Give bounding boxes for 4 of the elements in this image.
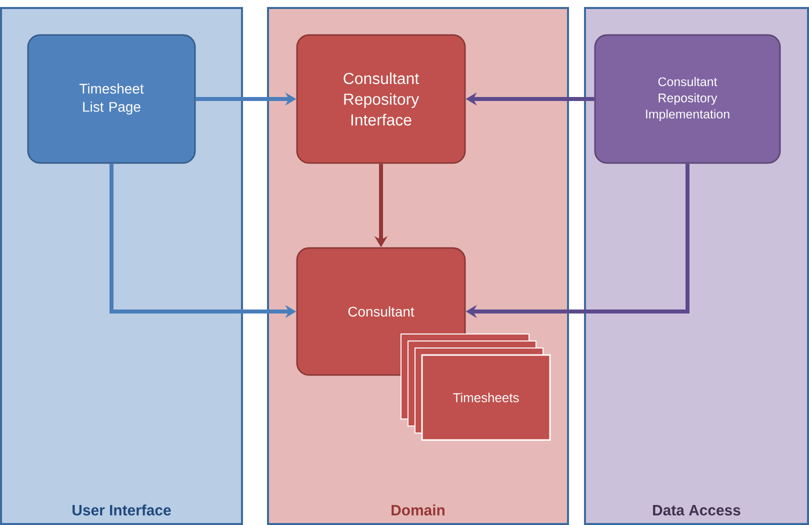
process-box: Consultant Repository Implementation xyxy=(594,34,781,164)
process-box: Consultant Repository Interface xyxy=(296,34,466,164)
stacked-pages: Timesheets xyxy=(400,333,551,441)
process-box: Timesheet List Page xyxy=(27,34,196,164)
